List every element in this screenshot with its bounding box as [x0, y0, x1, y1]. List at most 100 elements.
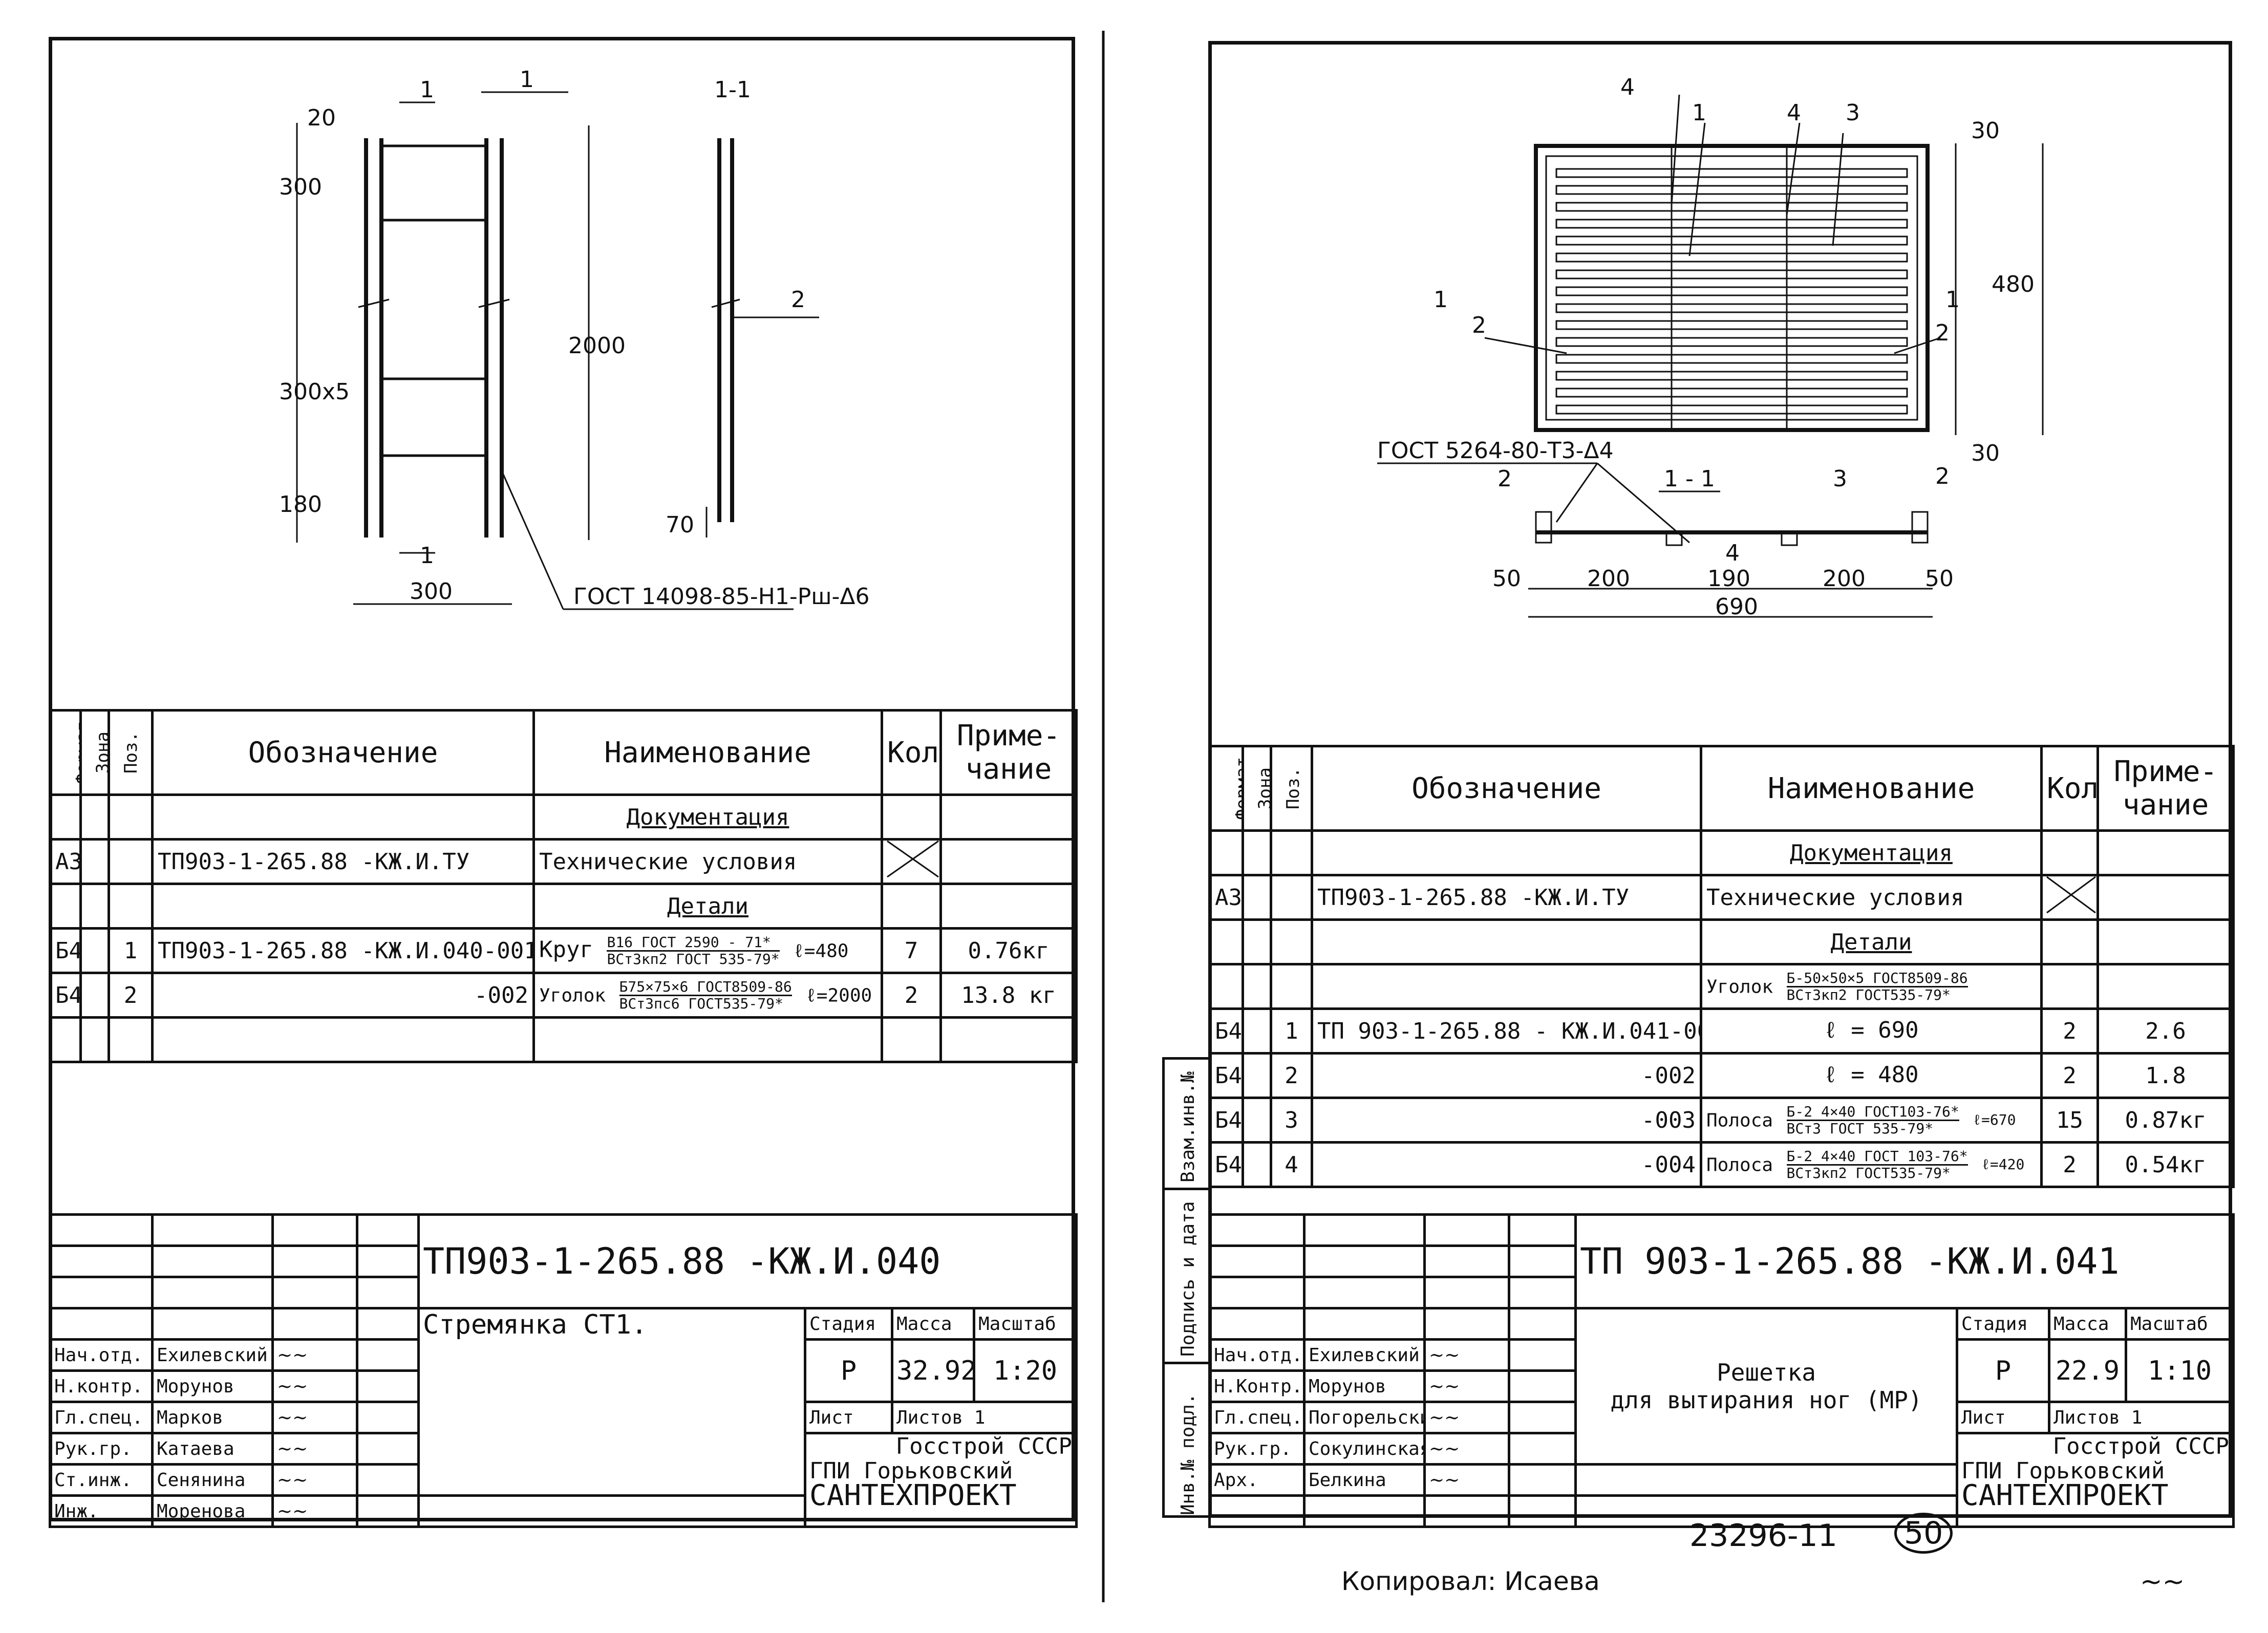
section-parts: Детали [532, 883, 883, 930]
grate-bar [1555, 303, 1908, 313]
grate-bar [1555, 269, 1908, 280]
callout-2a: 2 [1472, 312, 1486, 338]
dim-h-total: 690 [1715, 594, 1758, 620]
grate-bar [1555, 354, 1908, 364]
section-docs: Документация [1700, 829, 2043, 876]
callout-4b: 4 [1787, 100, 1801, 126]
dim-foot: 70 [666, 512, 694, 538]
sec-callout-left: 2 [1497, 466, 1512, 492]
callout-2b: 2 [1935, 320, 1950, 346]
grate-bar [1555, 388, 1908, 398]
table-row: А3 ТП903-1-265.88 -КЖ.И.ТУ Технические у… [1208, 874, 2235, 921]
hdr-designation: Обозначение [1311, 745, 1702, 832]
section-title: 1 - 1 [1664, 466, 1715, 492]
section-mark-right: 1 [1945, 287, 1960, 313]
dim-step: 300 [279, 174, 322, 200]
doc-title: Стремянка СТ1. [417, 1307, 806, 1497]
section-mark-left: 1 [1433, 287, 1448, 313]
grate-bar [1555, 320, 1908, 330]
hdr-pos: Поз. [108, 709, 154, 796]
right-spec-table: Формат Зона Поз. Обозначение Наименовани… [1208, 745, 2235, 1188]
doc-number: 23296-11 [1689, 1518, 1837, 1554]
section-title: 1-1 [714, 77, 751, 103]
grate-bar [1555, 404, 1908, 415]
callout-2: 2 [791, 287, 805, 313]
grate-bar [1555, 168, 1908, 178]
dim-h-d: 200 [1823, 566, 1866, 592]
grate-bar [1555, 371, 1908, 381]
left-spec-table: Формат Зона Поз. Обозначение Наименовани… [49, 709, 1078, 1063]
hdr-format: Формат [1208, 745, 1244, 832]
hdr-qty: Кол. [881, 709, 942, 796]
dim-width: 300 [410, 578, 453, 605]
grate-bar [1555, 219, 1908, 229]
title-block-row: Ст.инж.Сенянина~~ [49, 1463, 1077, 1497]
title-block-row: Инж.Моренова~~ [49, 1494, 1077, 1528]
signature-mark: ~~ [2140, 1566, 2185, 1597]
sec-callout-mid: 3 [1833, 466, 1847, 492]
grate-bar [1555, 286, 1908, 296]
dim-h-b: 200 [1587, 566, 1630, 592]
dim-h-a: 50 [1492, 566, 1521, 592]
callout-3: 3 [1846, 100, 1860, 126]
hdr-zone: Зона [1242, 745, 1272, 832]
hdr-designation: Обозначение [151, 709, 535, 796]
callout-1: 1 [1692, 100, 1706, 126]
left-title-block: ТП903-1-265.88 -КЖ.И.040 Стремянка СТ1.С… [49, 1213, 1078, 1528]
sec-callout-bottom: 4 [1725, 540, 1740, 566]
hdr-name: Наименование [532, 709, 883, 796]
dim-h-c: 190 [1707, 566, 1750, 592]
hdr-note: Приме-чание [939, 709, 1078, 796]
section-docs: Документация [532, 793, 883, 841]
hdr-zone: Зона [79, 709, 110, 796]
dim-v-mid: 480 [1992, 271, 2035, 297]
dim-v-top: 30 [1971, 118, 2000, 144]
page-number: 50 [1894, 1513, 1953, 1554]
callout-4a: 4 [1620, 74, 1635, 100]
section-mark-top: 1 [420, 77, 434, 103]
sec-callout-right: 2 [1935, 463, 1950, 489]
callout-1: 1 [520, 67, 534, 93]
grate-bar [1555, 185, 1908, 195]
dim-h-e: 50 [1925, 566, 1954, 592]
dim-bottom: 180 [279, 491, 322, 518]
dim-v-bottom: 30 [1971, 440, 2000, 466]
grate-bar [1555, 235, 1908, 246]
hdr-pos: Поз. [1270, 745, 1313, 832]
crossed-cell [2040, 874, 2099, 921]
title-block-row: Н.контр.Морунов~~ [49, 1369, 1077, 1403]
hdr-note: Приме-чание [2096, 745, 2235, 832]
title-block-row: Арх.Белкина~~ [1208, 1463, 2234, 1497]
table-row: А3 ТП903-1-265.88 -КЖ.И.ТУ Технические у… [49, 838, 1078, 885]
doc-code: ТП903-1-265.88 -КЖ.И.040 [417, 1213, 1078, 1309]
hdr-name: Наименование [1700, 745, 2043, 832]
crossed-cell [881, 838, 942, 885]
section-mark-bottom: 1 [420, 543, 434, 569]
section-parts: Детали [1700, 918, 2043, 965]
dim-height: 2000 [568, 333, 626, 359]
title-block-row: Н.Контр.Морунов~~ [1208, 1369, 2234, 1403]
dim-steps: 300x5 [279, 379, 350, 405]
grate-bar [1555, 337, 1908, 347]
gost-note: ГОСТ 14098-85-Н1-Рш-Δ6 [573, 584, 870, 610]
hdr-qty: Кол. [2040, 745, 2099, 832]
weld-note: ГОСТ 5264-80-Т3-Δ4 [1377, 438, 1614, 464]
